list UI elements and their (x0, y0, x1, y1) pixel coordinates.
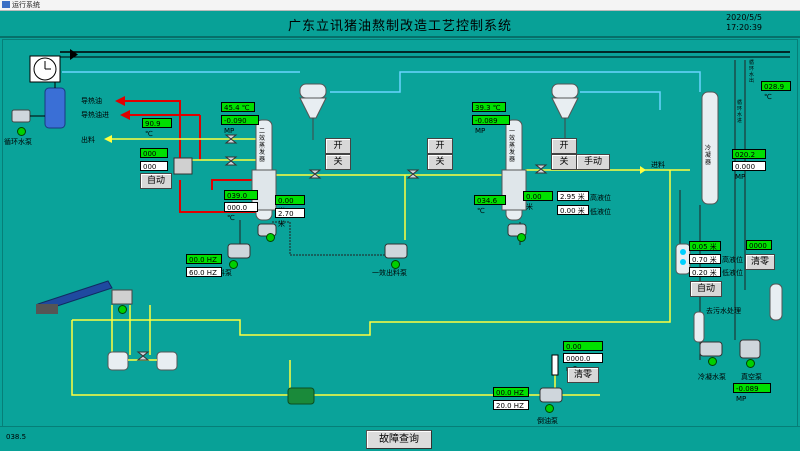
hot-oil-temp: 90.9 ℃ (142, 118, 172, 138)
flow-reset-button[interactable]: 清零 (567, 367, 599, 383)
sewage-label: 去污水处理 (706, 307, 741, 315)
vacuum-pressure: -0.089 MP (733, 383, 771, 403)
e2-status-dot (266, 233, 275, 242)
pump2-status-dot (229, 260, 238, 269)
cond-level: 0.05 米 (689, 241, 721, 251)
cond-pressure: 0.000 MP (732, 161, 766, 181)
counter-reset-button[interactable]: 清零 (745, 254, 775, 270)
high-level-e1-label: 高液位 (590, 194, 611, 202)
cond-top-temp: 028.9 ℃ (761, 81, 791, 101)
e1-pressure: -0.089 MP (472, 115, 510, 135)
e2-mid-temp: 039.0 ℃ (224, 190, 258, 210)
evap2-label: 二效蒸发器 (259, 128, 266, 163)
valve-c-close-button[interactable]: 关 (551, 154, 577, 170)
cond-high-level: 0.70 米 (689, 254, 721, 264)
cond-pump-status-dot (708, 357, 717, 366)
discharge-label: 出料 (81, 136, 95, 144)
level-auto-button[interactable]: 自动 (690, 281, 722, 297)
e1-low-level: 0.00 米 (557, 205, 589, 215)
e1-high-level: 2.95 米 (557, 191, 589, 201)
date-readout: 2020/5/5 (726, 13, 762, 22)
e2-pressure: -0.090 MP (221, 115, 259, 135)
pump1-label: 一效出料泵 (372, 269, 407, 277)
circ-out-label: 循环水出 (749, 60, 755, 84)
circ-pump-status-dot (17, 127, 26, 136)
low-level-e1-label: 低液位 (590, 208, 611, 216)
pump1-status-dot (391, 260, 400, 269)
e1-status-dot (517, 233, 526, 242)
valve-auto-button[interactable]: 自动 (140, 173, 172, 189)
pump2-freq-a: 00.0 HZ (186, 254, 222, 264)
window-title: 运行系统 (12, 1, 40, 9)
valve-c-open-button[interactable]: 开 (551, 138, 577, 154)
e1-level: 0.00 米 (523, 191, 553, 211)
pump2-freq-b[interactable]: 60.0 HZ (186, 267, 222, 277)
valve-output[interactable]: 000 (140, 161, 168, 171)
flow-total: 0000.0 m3 (563, 353, 603, 373)
cond-temp: 020.2 ℃ (732, 149, 766, 169)
e2-level-b: 2.70 米 (275, 208, 305, 228)
flow-rate: 0.00 m3/H (563, 341, 603, 361)
valve-setpoint: 000 (140, 148, 168, 158)
oil-pump-freq-a: 00.0 HZ (493, 387, 529, 397)
high-level-c-label: 高液位 (722, 256, 743, 264)
hot-oil-out-label: 导热油 (81, 97, 102, 105)
conveyor-status-dot (118, 305, 127, 314)
valve-a-open-button[interactable]: 开 (325, 138, 351, 154)
counter-readout: 0000 (746, 240, 772, 250)
vac-pump-label: 真空泵 (741, 373, 762, 381)
footer-readout: 038.5 (6, 433, 27, 441)
e2-top-temp: 45.4 ℃ (221, 102, 255, 112)
e1-mid-temp: 034.6 ℃ (474, 195, 506, 215)
cond-low-level: 0.20 米 (689, 267, 721, 277)
evap1-label: 一效蒸发器 (509, 128, 516, 163)
time-readout: 17:20:39 (726, 23, 762, 32)
manual-button[interactable]: 手动 (576, 154, 610, 170)
oil-pump-label: 倒油泵 (537, 417, 558, 425)
e2-value: 000.0 ℃ (224, 202, 258, 222)
header: 广东立讯猪油熬制改造工艺控制系统 2020/5/5 17:20:39 (0, 11, 800, 38)
footer: 038.5 故障查询 (0, 426, 800, 451)
circ-pump-label: 循环水泵 (4, 138, 32, 146)
app-icon (2, 1, 10, 8)
valve-b-close-button[interactable]: 关 (427, 154, 453, 170)
e2-level-a: 0.00 米 (275, 195, 305, 215)
oil-pump-freq-b[interactable]: 20.0 HZ (493, 400, 529, 410)
vac-pump-status-dot (746, 359, 755, 368)
fault-query-button[interactable]: 故障查询 (366, 430, 432, 449)
feed-label: 进料 (651, 161, 665, 169)
window-title-bar: 运行系统 (0, 0, 800, 11)
valve-a-close-button[interactable]: 关 (325, 154, 351, 170)
e1-top-temp: 39.3 ℃ (472, 102, 506, 112)
circ-in-label: 循环水进 (737, 100, 743, 124)
valve-b-open-button[interactable]: 开 (427, 138, 453, 154)
low-level-c-label: 低液位 (722, 269, 743, 277)
oil-pump-status-dot (545, 404, 554, 413)
hot-oil-in-label: 导热油进 (81, 111, 109, 119)
cond-pump-label: 冷凝水泵 (698, 373, 726, 381)
page-title: 广东立讯猪油熬制改造工艺控制系统 (287, 19, 512, 34)
condenser-label: 冷凝器 (705, 145, 712, 166)
